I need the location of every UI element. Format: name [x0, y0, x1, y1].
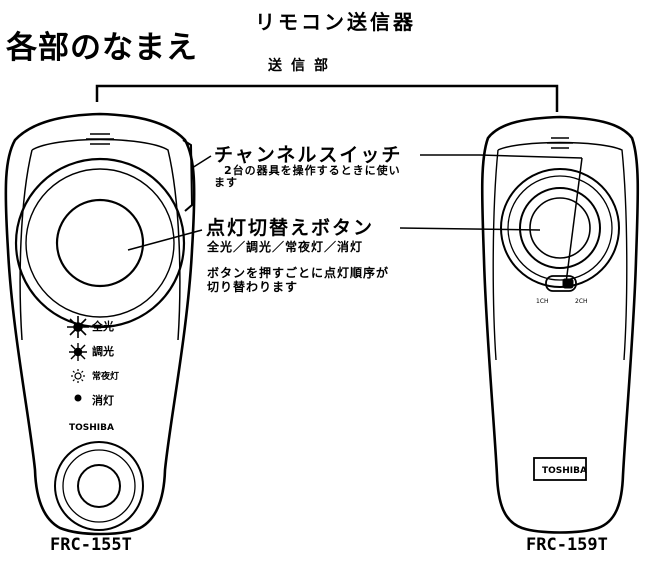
light-button-modes: 全光／調光／常夜灯／消灯 — [207, 240, 364, 254]
brand-logo-right: TOSHIBA — [542, 466, 587, 476]
channel-switch-desc-2: ます — [214, 176, 238, 189]
legend-full: 全光 — [92, 320, 114, 333]
legend-dim: 調光 — [92, 345, 114, 358]
channel-switch-label: チャンネルスイッチ — [214, 144, 403, 166]
model-name-left: FRC-155T — [50, 535, 132, 555]
dim-light-icon — [69, 343, 87, 361]
page-title: 各部のなまえ — [6, 30, 198, 66]
switch-label-1ch: 1CH — [536, 298, 549, 305]
full-light-icon — [67, 316, 89, 338]
leader-lines — [127, 154, 583, 284]
remote-frc159t — [480, 115, 640, 534]
channel-switch-desc-1: 2台の器具を操作するときに使い — [224, 164, 401, 177]
section-label: 送信部 — [268, 58, 337, 74]
light-button-desc-1: ボタンを押すごとに点灯順序が — [207, 266, 390, 280]
light-button-label: 点灯切替えボタン — [206, 217, 375, 239]
product-title: リモコン送信器 — [255, 10, 416, 34]
remote-frc155t — [4, 112, 196, 536]
light-button-desc-2: 切り替わります — [207, 280, 299, 294]
channel-switch — [545, 275, 577, 292]
legend-symbols — [67, 316, 89, 402]
night-light-icon — [71, 369, 85, 383]
model-name-right: FRC-159T — [526, 535, 608, 555]
switch-label-2ch: 2CH — [575, 298, 588, 305]
legend-off: 消灯 — [92, 394, 114, 407]
section-bracket — [95, 84, 559, 112]
off-light-icon — [74, 394, 82, 402]
legend-night: 常夜灯 — [92, 372, 120, 382]
brand-logo-left: TOSHIBA — [69, 423, 114, 433]
brand-plate-right — [533, 457, 587, 481]
